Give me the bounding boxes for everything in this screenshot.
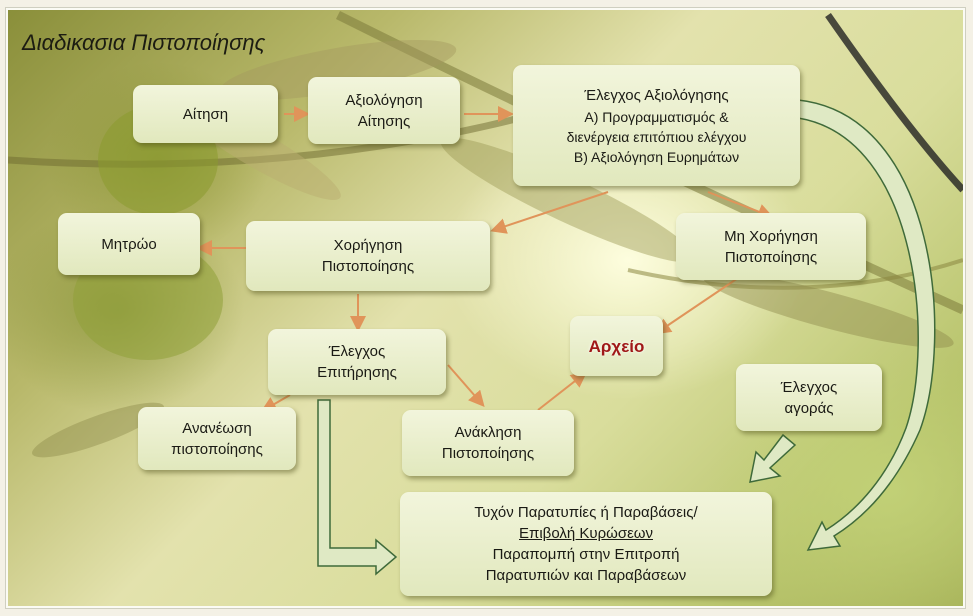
curved-arrow-eval-to-sanctions xyxy=(797,99,936,551)
node-registry: Μητρώο xyxy=(58,213,200,275)
node-surveillance-line1: Έλεγχος xyxy=(328,343,386,360)
node-market-control: Έλεγχος αγοράς xyxy=(736,364,882,431)
outline-arrow-surveillance-to-sanctions xyxy=(317,399,398,576)
node-grant-line1: Χορήγηση xyxy=(333,237,403,254)
node-renewal-line1: Ανανέωση xyxy=(182,419,252,437)
node-renewal: Ανανέωση πιστοποίησης xyxy=(138,407,296,470)
node-revocation-line1: Ανάκληση xyxy=(454,424,522,441)
node-no-grant-line1: Μη Χορήγηση xyxy=(724,227,818,245)
node-archive-label: Αρχείο xyxy=(588,336,645,356)
node-application: Αίτηση xyxy=(133,85,278,143)
arrow-layer xyxy=(196,99,936,576)
node-certification-grant: Χορήγηση Πιστοποίησης xyxy=(246,221,490,291)
arrow-revocation-to-archive xyxy=(537,371,588,411)
node-revocation: Ανάκληση Πιστοποίησης xyxy=(402,410,574,476)
node-eval-control-line1: Α) Προγραμματισμός & xyxy=(584,108,729,125)
node-app-eval-line1: Αξιολόγηση xyxy=(345,91,423,109)
arrow-surveillance-to-revocation xyxy=(447,364,485,408)
node-evaluation-control: Έλεγχος Αξιολόγησης Α) Προγραμματισμός &… xyxy=(513,65,800,186)
node-application-evaluation: Αξιολόγηση Αίτησης xyxy=(308,77,460,144)
arrow-nogrant-to-archive xyxy=(654,277,739,335)
node-eval-control-heading: Έλεγχος Αξιολόγησης xyxy=(584,86,729,104)
node-application-label: Αίτηση xyxy=(182,105,229,123)
diagram-title: Διαδικασια Πιστοποίησης xyxy=(22,30,266,55)
arrow-control-to-grant xyxy=(490,191,609,234)
outline-arrow-market-to-sanctions xyxy=(749,433,797,483)
node-grant-line2: Πιστοποίησης xyxy=(321,258,415,275)
node-sanctions-line1: Τυχόν Παρατυπίες ή Παραβάσεις/ xyxy=(474,504,698,521)
node-eval-control-line3: Β) Αξιολόγηση Ευρημάτων xyxy=(573,148,740,165)
node-surveillance-control: Έλεγχος Επιτήρησης xyxy=(268,329,446,395)
arrow-control-to-nogrant xyxy=(707,191,774,220)
node-market-line1: Έλεγχος xyxy=(780,378,838,396)
node-registry-label: Μητρώο xyxy=(101,235,157,253)
node-sanctions-line3: Παραπομπή στην Επιτροπή xyxy=(492,546,680,563)
node-renewal-line2: πιστοποίησης xyxy=(171,440,263,458)
node-no-grant: Μη Χορήγηση Πιστοποίησης xyxy=(676,213,866,280)
node-sanctions-line4: Παρατυπιών και Παραβάσεων xyxy=(485,567,687,584)
node-no-grant-line2: Πιστοποίησης xyxy=(724,248,818,266)
node-eval-control-line2: διενέργεια επιτόπιου ελέγχου xyxy=(566,128,747,145)
node-app-eval-line2: Αίτησης xyxy=(357,112,411,130)
node-surveillance-line2: Επιτήρησης xyxy=(317,364,397,381)
node-market-line2: αγοράς xyxy=(784,399,834,417)
node-archive: Αρχείο xyxy=(570,316,663,376)
diagram-canvas: Διαδικασια Πιστοποίησης Αίτηση Αξιολόγησ… xyxy=(6,8,965,608)
node-sanctions: Τυχόν Παρατυπίες ή Παραβάσεις/ Επιβολή Κ… xyxy=(400,492,772,596)
node-sanctions-line2: Επιβολή Κυρώσεων xyxy=(519,525,653,542)
node-revocation-line2: Πιστοποίησης xyxy=(441,445,535,462)
